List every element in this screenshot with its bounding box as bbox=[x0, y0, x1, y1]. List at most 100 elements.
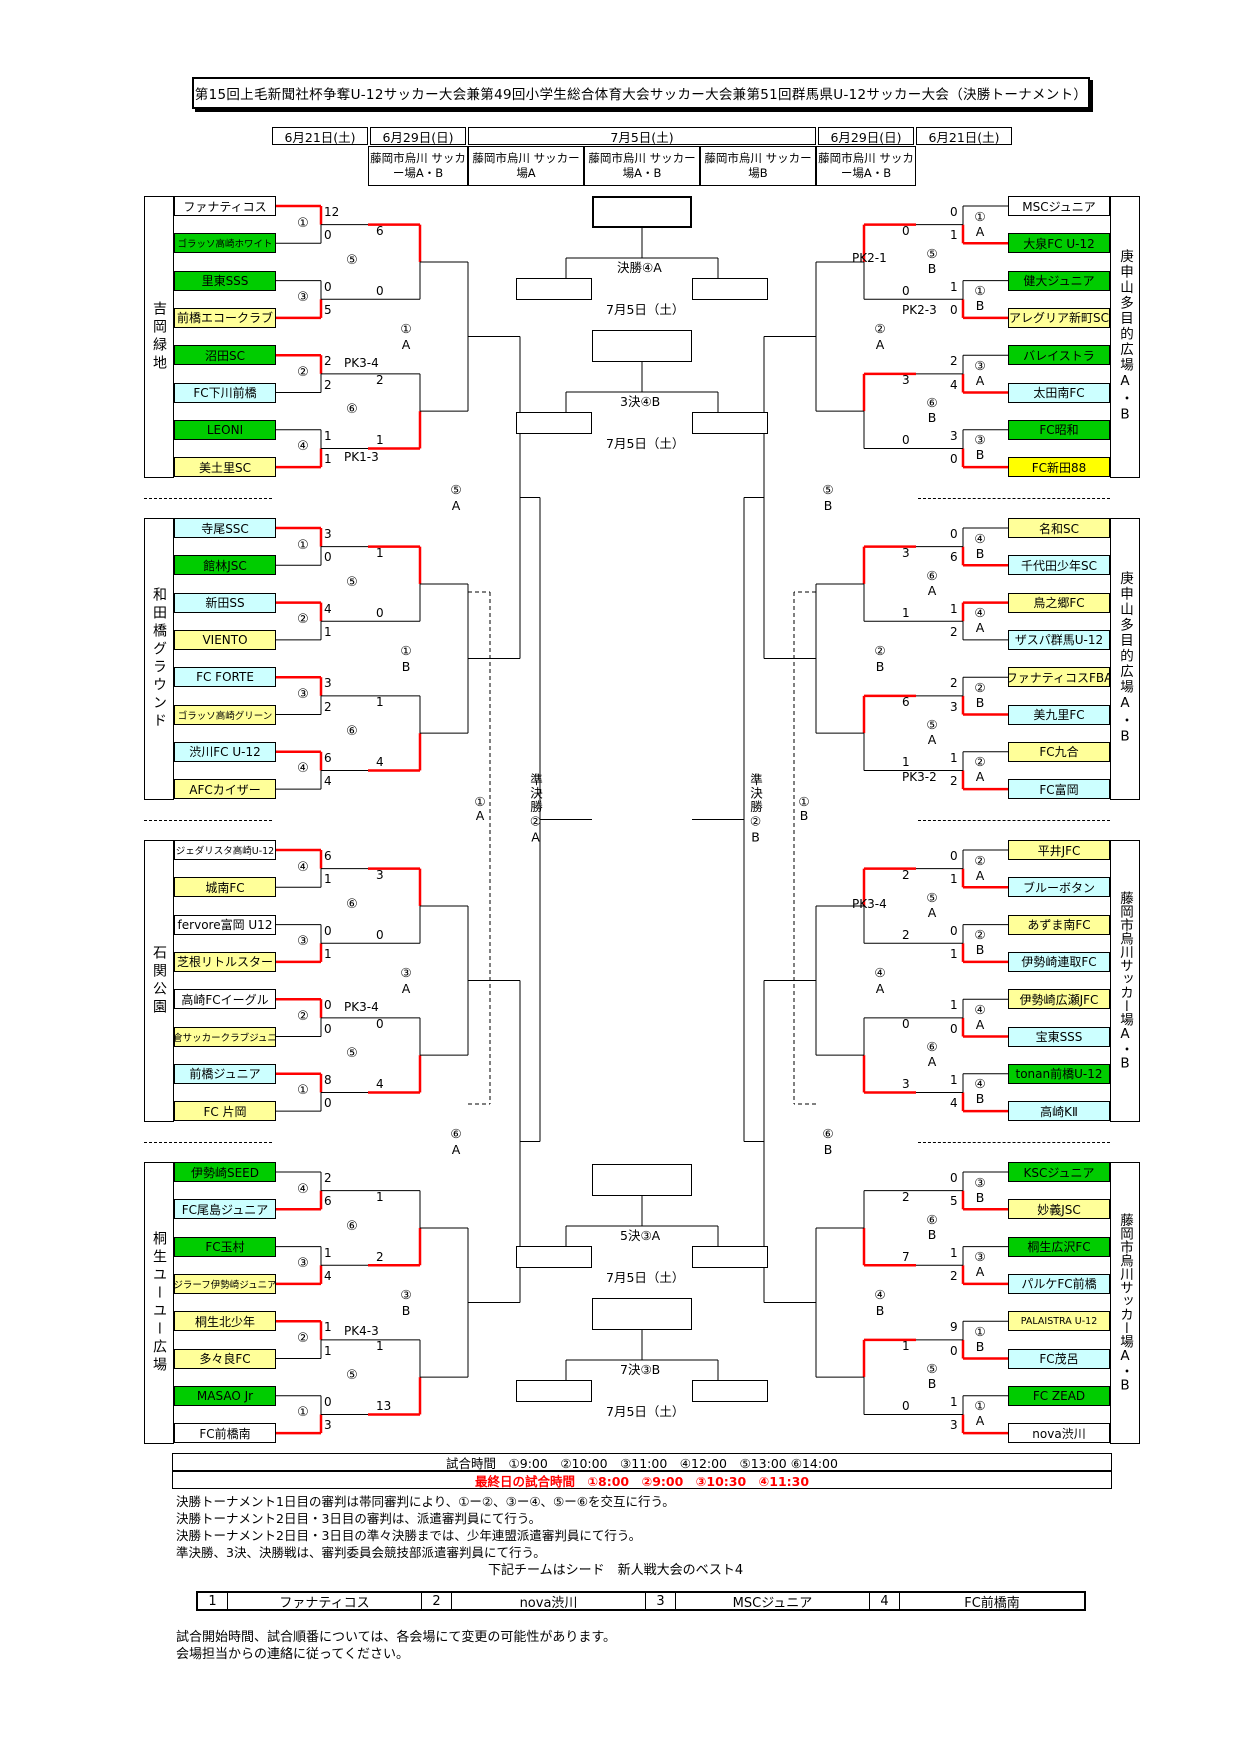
team-box-right: 千代田少年SC bbox=[1008, 555, 1110, 576]
team-box-right: nova渋川 bbox=[1008, 1423, 1110, 1444]
match-number: ② bbox=[297, 1330, 309, 1346]
match-number: ② bbox=[874, 642, 886, 658]
team-box-left: 伊勢崎SEED bbox=[174, 1162, 276, 1182]
match-court: A bbox=[875, 980, 885, 996]
team-box-left: 前橋ジュニア bbox=[174, 1063, 276, 1084]
score: 3 bbox=[950, 428, 958, 443]
score: 0 bbox=[324, 279, 332, 294]
match-number: ③ bbox=[297, 686, 309, 702]
date-day3: 7月5日(土) bbox=[468, 127, 816, 145]
team-box-right: ファナティコスFBA bbox=[1008, 667, 1110, 688]
pk-note: PK3-2 bbox=[902, 770, 937, 784]
team-box-right: あずま南FC bbox=[1008, 914, 1110, 935]
team-box-left: FC 片岡 bbox=[174, 1101, 276, 1122]
match-number: ③ bbox=[400, 964, 412, 980]
score: 1 bbox=[950, 1245, 958, 1260]
third-date: 7月5日（土） bbox=[606, 436, 685, 451]
seed-table: 1 ファナティコス 2 nova渋川 3 MSCジュニア 4 FC前橋南 bbox=[196, 1591, 1086, 1611]
team-box-left: MASAO Jr bbox=[174, 1385, 276, 1406]
fifth-team-box bbox=[516, 1246, 592, 1268]
team-box-right: ザスパ群馬U-12 bbox=[1008, 629, 1110, 650]
match-number: ⑥ bbox=[450, 1125, 462, 1141]
pk-note: PK2-3 bbox=[902, 303, 937, 317]
match-number: ⑥B bbox=[926, 1211, 938, 1242]
match-number: ② bbox=[297, 364, 309, 380]
score: 4 bbox=[950, 377, 958, 392]
score: 4 bbox=[376, 755, 384, 770]
final-winner-box bbox=[592, 196, 692, 228]
team-box-right: 健大ジュニア bbox=[1008, 270, 1110, 291]
team-box-left: AFCカイザー bbox=[174, 779, 276, 800]
score: 0 bbox=[902, 433, 910, 448]
score: 4 bbox=[324, 601, 332, 616]
score: 3 bbox=[324, 1418, 332, 1433]
final-date: 7月5日（土） bbox=[606, 302, 685, 317]
score: 0 bbox=[950, 452, 958, 467]
team-box-right: 名和SC bbox=[1008, 518, 1110, 538]
venue-group-right-1: 庚申山多目的広場A・B bbox=[1110, 196, 1140, 478]
venue-header-5: 藤岡市烏川 サッカー場A・B bbox=[816, 146, 916, 186]
score: 0 bbox=[324, 1394, 332, 1409]
score: 1 bbox=[376, 1189, 384, 1204]
score: 2 bbox=[902, 928, 910, 943]
score: 0 bbox=[376, 928, 384, 943]
score: 2 bbox=[376, 1250, 384, 1265]
team-box-right: MSCジュニア bbox=[1008, 196, 1110, 216]
match-number: ①B bbox=[974, 1323, 986, 1354]
match-court: B bbox=[823, 1141, 833, 1157]
match-court: A bbox=[451, 1141, 461, 1157]
score: 4 bbox=[324, 1268, 332, 1283]
match-number: ④ bbox=[874, 1286, 886, 1302]
match-number: ③ bbox=[400, 1286, 412, 1302]
score: 0 bbox=[950, 1343, 958, 1358]
match-number: ①A bbox=[974, 208, 986, 239]
match-number: ③ bbox=[297, 1256, 309, 1272]
team-box-left: fervore富岡 U12 bbox=[174, 914, 276, 935]
score: 4 bbox=[324, 774, 332, 789]
team-box-right: tonan前橋U-12 bbox=[1008, 1063, 1110, 1084]
seed-team: FC前橋南 bbox=[964, 1595, 1020, 1611]
match-number: ④A bbox=[974, 605, 986, 636]
score: 0 bbox=[324, 1021, 332, 1036]
seed-num: 3 bbox=[646, 1593, 676, 1609]
score: 2 bbox=[376, 372, 384, 387]
score: 0 bbox=[324, 228, 332, 243]
match-number: ④ bbox=[297, 439, 309, 455]
score: 1 bbox=[376, 433, 384, 448]
match-court: B bbox=[823, 497, 833, 513]
last-day-times: 最終日の試合時間 ①8:00 ②9:00 ③10:30 ④11:30 bbox=[172, 1471, 1112, 1489]
match-number: ④ bbox=[297, 859, 309, 875]
match-number: ① bbox=[297, 537, 309, 553]
team-box-left: 板倉サッカークラブジュニア bbox=[174, 1026, 276, 1047]
date-day2-right: 6月29日(日) bbox=[818, 127, 914, 145]
match-number: ① bbox=[297, 1083, 309, 1099]
score: 0 bbox=[324, 1096, 332, 1111]
seed-team: MSCジュニア bbox=[676, 1593, 870, 1611]
score: 5 bbox=[324, 302, 332, 317]
match-number: ⑤B bbox=[926, 245, 938, 276]
score: 6 bbox=[324, 1194, 332, 1209]
score: 0 bbox=[950, 1171, 958, 1185]
score: 6 bbox=[950, 550, 958, 565]
team-box-right: 桐生広沢FC bbox=[1008, 1236, 1110, 1257]
team-box-right: バレイストラ bbox=[1008, 345, 1110, 366]
match-number: ③B bbox=[974, 432, 986, 463]
team-box-right: FC九合 bbox=[1008, 741, 1110, 762]
team-box-left: 美土里SC bbox=[174, 457, 276, 478]
match-number: ③A bbox=[974, 357, 986, 388]
note-3: 決勝トーナメント2日目・3日目の準々決勝までは、少年連盟派遣審判員にて行う。 bbox=[176, 1528, 642, 1543]
score: 2 bbox=[902, 1189, 910, 1204]
score: 9 bbox=[950, 1320, 958, 1335]
note-4: 準決勝、3決、決勝戦は、審判委員会競技部派遣審判員にて行う。 bbox=[176, 1545, 546, 1560]
match-number: ① bbox=[297, 215, 309, 231]
venue-header-4: 藤岡市烏川 サッカー場B bbox=[700, 146, 816, 186]
match-number: ④B bbox=[974, 530, 986, 561]
match-number: ④A bbox=[974, 1001, 986, 1032]
team-box-left: 新田SS bbox=[174, 592, 276, 613]
semi-label: 準決勝②B bbox=[748, 773, 763, 846]
score: 0 bbox=[324, 550, 332, 565]
team-box-right: KSCジュニア bbox=[1008, 1162, 1110, 1182]
score: 3 bbox=[376, 867, 384, 882]
pk-note: PK3-4 bbox=[344, 1000, 379, 1014]
pk-note: PK3-4 bbox=[852, 897, 887, 911]
